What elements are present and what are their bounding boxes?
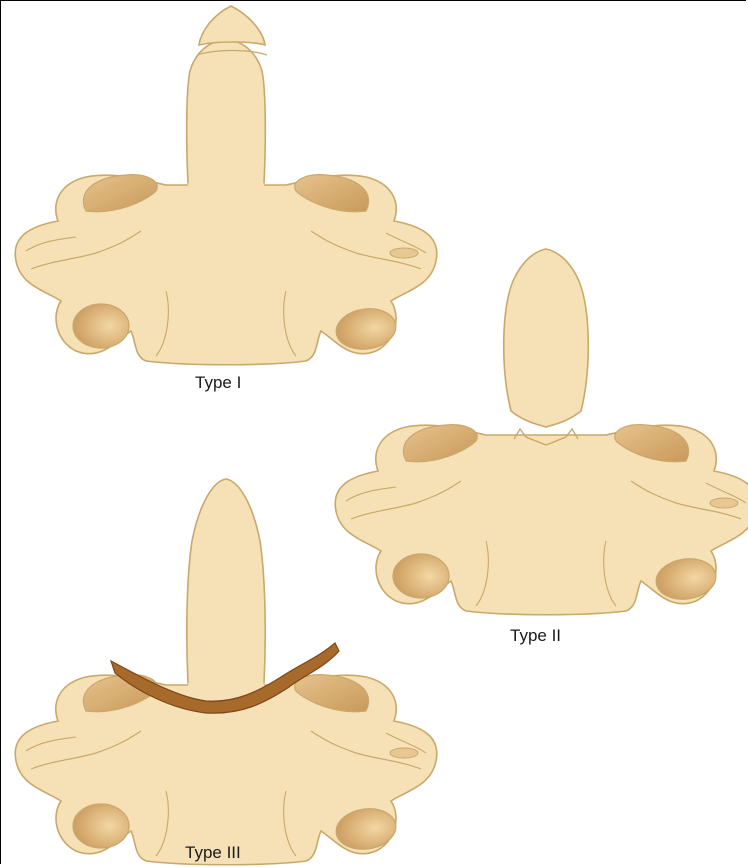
type-2-label: Type II (510, 626, 561, 646)
type-3-label: Type III (185, 843, 241, 863)
type-1-dens-tip (199, 6, 265, 45)
type-2-vertebra (335, 425, 748, 615)
type-2-dens (504, 249, 589, 427)
type-1-vertebra (15, 39, 437, 365)
type-1-label: Type I (195, 373, 241, 393)
